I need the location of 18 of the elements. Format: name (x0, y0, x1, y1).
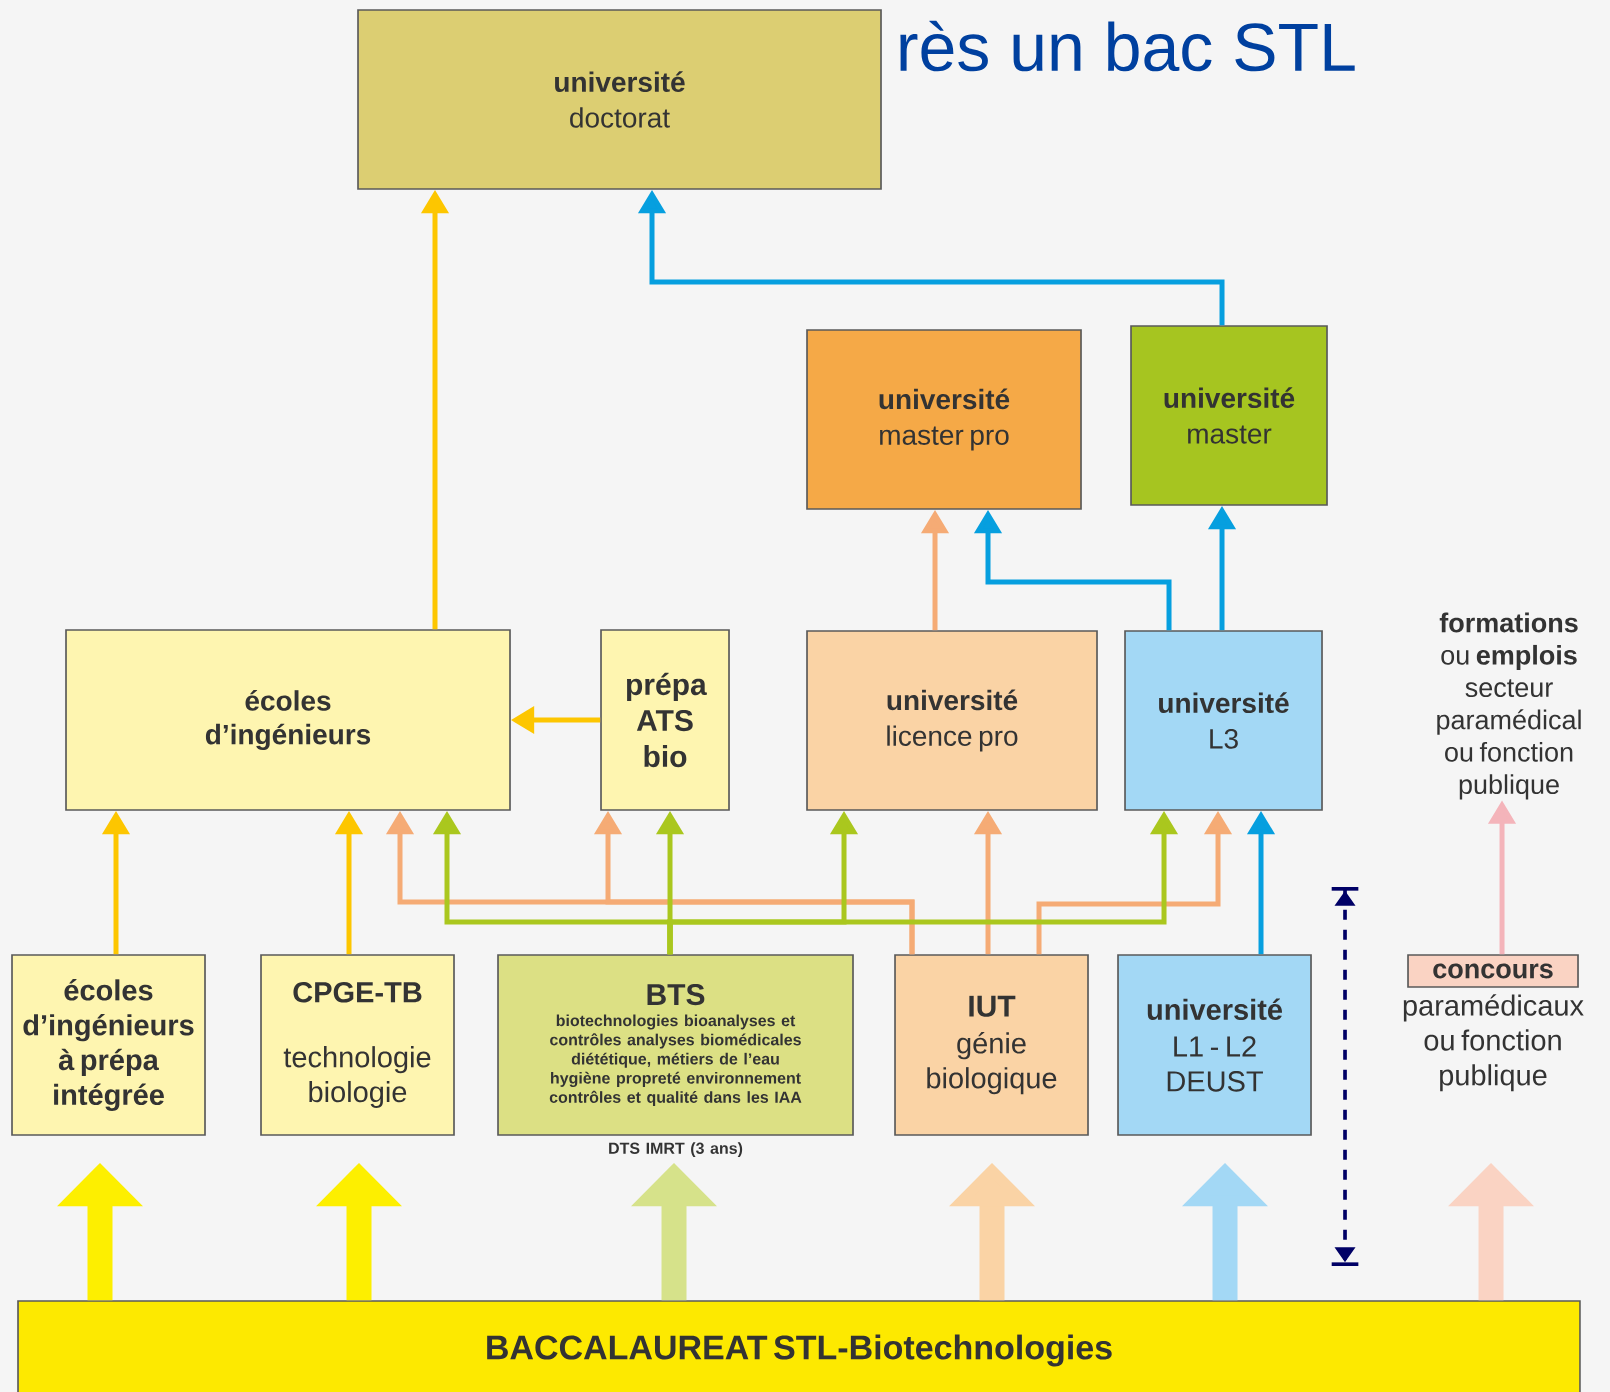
school-box: écoles d’ingénieurs à prépa intégrée (11, 954, 206, 1136)
course-box: université L1 - L2 DEUST (1117, 954, 1312, 1136)
degree-box: université master (1130, 325, 1328, 506)
degree-box: université master pro (806, 329, 1082, 510)
degree-box: université L3 (1124, 630, 1323, 811)
school-box: écoles d’ingénieurs (65, 629, 511, 811)
course-box: IUT génie biologique (894, 954, 1089, 1136)
prep-box: CPGE-TB technologie biologie (260, 954, 455, 1136)
degree-box: université doctorat (357, 9, 882, 190)
prep-box: prépa ATS bio (600, 629, 730, 811)
note-text: formations ou emplois secteur paramédical ou fonction publique (1437, 612, 1581, 800)
degree-box: université licence pro (806, 630, 1098, 811)
diploma-banner: BACCALAUREAT STL-Biotechnologies (17, 1300, 1581, 1392)
caption-text: DTS IMRT (3 ans) (609, 1142, 743, 1158)
title-text: rès un bac STL (900, 20, 1355, 72)
exam-box: concours (1407, 954, 1579, 988)
caption-text: paramédicaux ou fonction publique (1403, 994, 1584, 1092)
course-box: BTS biotechnologies bioanalyses et contrôles analyses biomédicales diététique, métiers de l’eau hygiène propreté environnement contrôles et qualité dans les IAA (497, 954, 854, 1136)
